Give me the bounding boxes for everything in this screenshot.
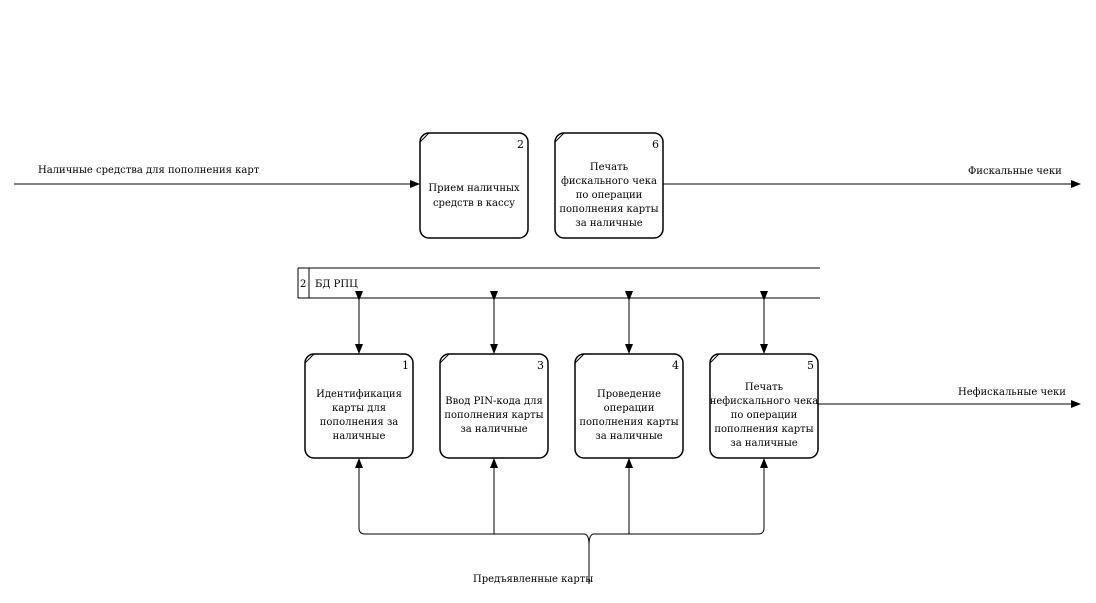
process-box-2-line-0: Прием наличных: [428, 183, 520, 194]
process-box-2-id: 2: [517, 138, 524, 151]
nonfiscal-out-flow-label: Нефискальные чеки: [958, 387, 1066, 398]
process-box-1: 1 Идентификация карты для пополнения за …: [304, 353, 414, 459]
process-box-5-line-1: нефискального чека: [710, 396, 819, 407]
process-box-3-id: 3: [537, 359, 544, 372]
process-box-2-line-1: средств в кассу: [433, 198, 515, 209]
process-box-2-rect: [419, 132, 529, 239]
process-box-5-rect: [709, 353, 819, 459]
process-box-6-id: 6: [652, 138, 659, 151]
process-box-4-line-1: операции: [604, 403, 655, 414]
process-box-3-line-1: пополнения карты: [444, 410, 543, 421]
datastore-bd-rpc: 2 БД РПЦ: [297, 267, 820, 299]
cards-branch-left: [358, 466, 584, 535]
process-box-2: 2 Прием наличных средств в кассу: [419, 132, 529, 239]
process-box-4-line-2: пополнения карты: [579, 417, 678, 428]
process-box-6-line-0: Печать: [590, 162, 629, 173]
process-box-2-corner: [419, 132, 430, 143]
process-box-1-rect: [304, 353, 414, 459]
process-box-4-corner: [574, 353, 585, 364]
process-box-4-line-3: за наличные: [595, 431, 662, 442]
cash-in-flow-label: Наличные средства для пополнения карт: [38, 165, 260, 176]
process-box-5-id: 5: [807, 359, 814, 372]
process-box-1-line-0: Идентификация: [316, 389, 402, 400]
datastore-id: 2: [300, 279, 306, 290]
process-box-1-id: 1: [402, 359, 409, 372]
process-box-3-rect: [439, 353, 549, 459]
process-box-6-line-1: фискального чека: [561, 176, 657, 187]
process-box-4: 4 Проведение операции пополнения карты з…: [574, 353, 684, 459]
process-box-4-line-0: Проведение: [597, 389, 661, 400]
process-box-6-line-4: за наличные: [575, 218, 642, 229]
cards-in-brace: [583, 533, 595, 546]
datastore-name: БД РПЦ: [315, 279, 358, 290]
process-box-4-id: 4: [672, 359, 679, 372]
cards-in-flow: [355, 458, 768, 584]
cards-in-flow-label: Предъявленные карты: [473, 574, 593, 585]
process-box-5-line-2: по операции: [731, 410, 798, 421]
process-box-3-line-0: Ввод PIN-кода для: [445, 396, 543, 407]
process-box-4-rect: [574, 353, 684, 459]
process-box-6-rect: [554, 132, 664, 239]
process-box-5-line-3: пополнения карты: [714, 424, 813, 435]
process-box-3-corner: [439, 353, 450, 364]
process-box-1-line-1: карты для: [332, 403, 386, 414]
process-box-1-line-2: пополнения за: [320, 417, 399, 428]
process-box-5-line-4: за наличные: [730, 438, 797, 449]
process-box-5-corner: [709, 353, 720, 364]
fiscal-out-flow-label: Фискальные чеки: [968, 166, 1062, 177]
process-box-5-line-0: Печать: [745, 382, 784, 393]
process-box-6-corner: [554, 132, 565, 143]
process-box-6-line-3: пополнения карты: [559, 204, 658, 215]
process-box-5: 5 Печать нефискального чека по операции …: [709, 353, 819, 459]
process-box-3: 3 Ввод PIN-кода для пополнения карты за …: [439, 353, 549, 459]
process-box-1-corner: [304, 353, 315, 364]
process-box-3-line-2: за наличные: [460, 424, 527, 435]
process-box-1-line-3: наличные: [333, 431, 386, 442]
process-box-6: 6 Печать фискального чека по операции по…: [554, 132, 664, 239]
process-box-6-line-2: по операции: [576, 190, 643, 201]
cards-branch-right: [594, 466, 765, 535]
